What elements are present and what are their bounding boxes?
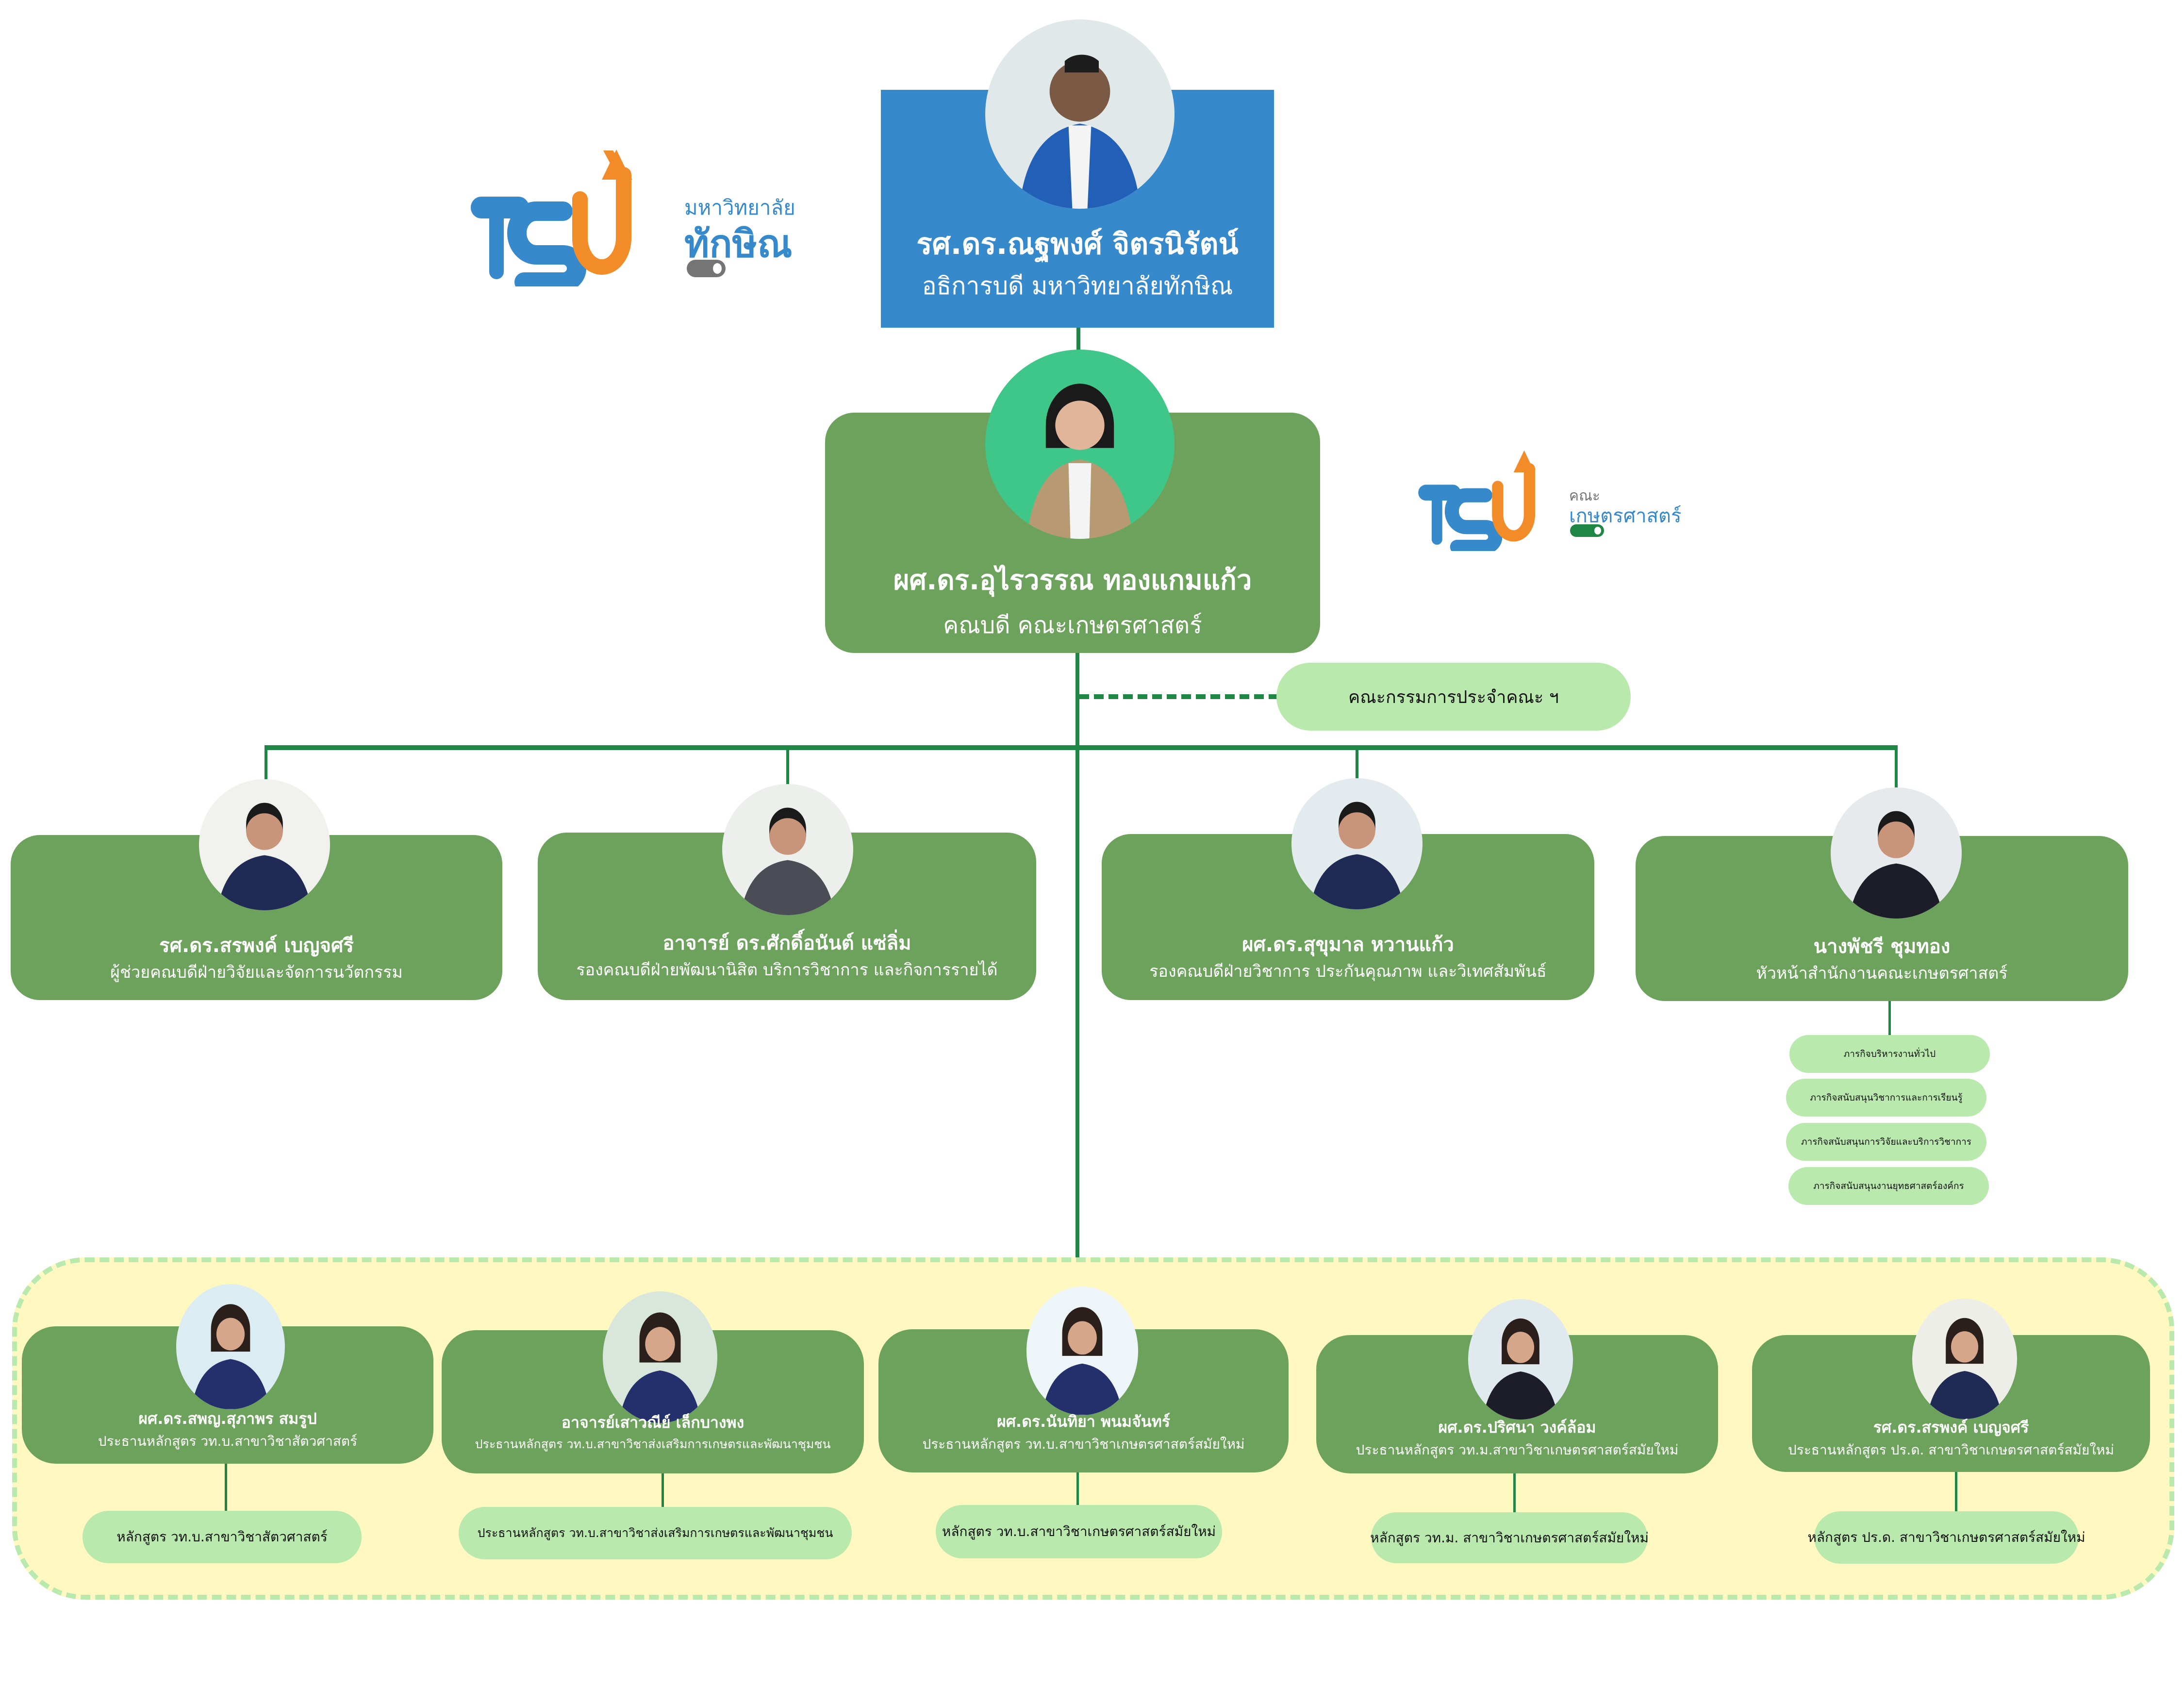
program-chair-photo	[603, 1291, 717, 1423]
dean-name: ผศ.ดร.อุไรวรรณ ทองแกมแก้ว	[893, 565, 1252, 596]
university-logo-line1: มหาวิทยาลัย	[684, 196, 795, 219]
program-chair-role: ประธานหลักสูตร วท.บ.สาขาวิชาเกษตรศาสตร์ส…	[922, 1436, 1245, 1452]
person-avatar-icon	[1019, 54, 1141, 209]
office-unit-label: ภารกิจบริหารงานทั่วไป	[1843, 1049, 1936, 1059]
executive-name: ผศ.ดร.สุขุมาล หวานแก้ว	[1242, 934, 1454, 956]
program-chair-name: ผศ.ดร.สพญ.สุภาพร สมรูป	[138, 1409, 317, 1428]
faculty-committee-label: คณะกรรมการประจำคณะ ฯ	[1348, 687, 1559, 707]
connector-exec-4	[1895, 748, 1898, 796]
connector-committee-dashed	[1079, 694, 1278, 699]
university-logo: มหาวิทยาลัย ทักษิณ	[466, 146, 815, 286]
program-chair-photo	[1468, 1299, 1573, 1420]
person-avatar-icon	[217, 802, 312, 910]
connector-exec-1	[265, 745, 267, 779]
faculty-logo-line1: คณะ	[1569, 487, 1601, 504]
connector-program	[662, 1464, 664, 1507]
connector-program	[225, 1464, 227, 1511]
program-chair-photo	[176, 1284, 285, 1409]
program-chair-name: รศ.ดร.สรพงค์ เบญจศรี	[1873, 1418, 2029, 1437]
university-logo-line2: ทักษิณ	[684, 222, 793, 266]
executive-photo	[722, 784, 853, 915]
dean-title: คณบดี คณะเกษตรศาสตร์	[943, 612, 1202, 639]
person-avatar-icon	[619, 1312, 701, 1423]
office-unit-label: ภารกิจสนับสนุนงานยุทธศาสตร์องค์กร	[1813, 1181, 1964, 1191]
person-avatar-icon	[1309, 802, 1405, 909]
program-pill[interactable]: ประธานหลักสูตร วท.บ.สาขาวิชาส่งเสริมการเ…	[459, 1507, 852, 1559]
university-logo-pill-icon	[687, 260, 726, 277]
office-unit-pill[interactable]: ภารกิจสนับสนุนวิชาการและการเรียนรู้	[1786, 1079, 1986, 1117]
office-unit-pill[interactable]: ภารกิจสนับสนุนการวิจัยและบริการวิชาการ	[1786, 1123, 1986, 1161]
connector-exec-2	[786, 748, 789, 784]
program-pill[interactable]: หลักสูตร วท.ม. สาขาวิชาเกษตรศาสตร์สมัยให…	[1370, 1512, 1649, 1563]
program-chair-role: ประธานหลักสูตร วท.บ.สาขาวิชาสัตวศาสตร์	[98, 1433, 358, 1449]
person-avatar-icon	[1042, 1307, 1123, 1415]
executive-role: ผู้ช่วยคณบดีฝ่ายวิจัยและจัดการนวัตกรรม	[110, 963, 403, 982]
program-label: หลักสูตร วท.บ.สาขาวิชาเกษตรศาสตร์สมัยใหม…	[942, 1523, 1216, 1539]
office-unit-label: ภารกิจสนับสนุนการวิจัยและบริการวิชาการ	[1801, 1136, 1971, 1147]
connector-program	[1955, 1472, 1957, 1512]
person-avatar-icon	[1026, 384, 1133, 539]
dean-photo	[985, 350, 1175, 539]
executive-photo	[199, 779, 330, 910]
president-photo	[985, 19, 1175, 209]
faculty-logo: คณะ เกษตรศาสตร์	[1415, 447, 1706, 551]
program-chair-name: ผศ.ดร.นันทิยา พนมจันทร์	[996, 1412, 1170, 1431]
connector-exec-3	[1356, 748, 1358, 779]
person-avatar-icon	[191, 1304, 270, 1409]
executive-photo	[1831, 787, 1962, 919]
connector-program	[1076, 1466, 1079, 1506]
office-unit-label: ภารกิจสนับสนุนวิชาการและการเรียนรู้	[1810, 1092, 1963, 1103]
program-chair-name: อาจารย์เสาวณีย์ เล็กบางพง	[561, 1413, 745, 1432]
person-avatar-icon	[1483, 1318, 1558, 1420]
program-pill[interactable]: หลักสูตร วท.บ.สาขาวิชาสัตวศาสตร์	[83, 1511, 362, 1563]
executive-role: หัวหน้าสำนักงานคณะเกษตรศาสตร์	[1756, 964, 2008, 983]
faculty-logo-line2: เกษตรศาสตร์	[1569, 505, 1682, 527]
faculty-committee-pill[interactable]: คณะกรรมการประจำคณะ ฯ	[1276, 663, 1631, 731]
program-label: หลักสูตร วท.บ.สาขาวิชาสัตวศาสตร์	[116, 1529, 328, 1545]
connector-executives-horizontal	[265, 745, 1898, 750]
person-avatar-icon	[1849, 811, 1944, 919]
program-chair-role: ประธานหลักสูตร วท.ม.สาขาวิชาเกษตรศาสตร์ส…	[1356, 1442, 1679, 1458]
program-label: หลักสูตร วท.ม. สาขาวิชาเกษตรศาสตร์สมัยให…	[1370, 1529, 1649, 1546]
office-unit-pill[interactable]: ภารกิจสนับสนุนงานยุทธศาสตร์องค์กร	[1788, 1167, 1989, 1205]
executive-photo	[1291, 778, 1423, 909]
tsu-logo-mark-icon	[471, 150, 632, 286]
executive-name: นางพัชรี ชุมทอง	[1813, 936, 1951, 958]
program-pill[interactable]: หลักสูตร ปร.ด. สาขาวิชาเกษตรศาสตร์สมัยให…	[1807, 1511, 2085, 1564]
person-avatar-icon	[1927, 1318, 2002, 1420]
program-label: ประธานหลักสูตร วท.บ.สาขาวิชาส่งเสริมการเ…	[477, 1526, 833, 1540]
program-chair-role: ประธานหลักสูตร วท.บ.สาขาวิชาส่งเสริมการเ…	[475, 1437, 831, 1451]
president-name: รศ.ดร.ณฐพงศ์ จิตรนิรัตน์	[916, 227, 1239, 261]
executive-name: รศ.ดร.สรพงค์ เบญจศรี	[159, 935, 354, 957]
program-chair-photo	[1912, 1299, 2017, 1420]
connector-office-units	[1888, 1000, 1891, 1039]
connector-main-vertical	[1075, 653, 1079, 1260]
person-avatar-icon	[740, 807, 835, 915]
connector-program	[1513, 1466, 1516, 1512]
program-chair-name: ผศ.ดร.ปริศนา วงค์ล้อม	[1438, 1418, 1596, 1437]
tsu-faculty-logo-mark-icon	[1418, 450, 1535, 551]
executive-role: รองคณบดีฝ่ายวิชาการ ประกันคุณภาพ และวิเท…	[1149, 962, 1547, 981]
program-chair-photo	[1026, 1287, 1138, 1415]
program-label: หลักสูตร ปร.ด. สาขาวิชาเกษตรศาสตร์สมัยให…	[1807, 1529, 2085, 1545]
executive-role: รองคณบดีฝ่ายพัฒนานิสิต บริการวิชาการ และ…	[576, 960, 998, 980]
program-chair-role: ประธานหลักสูตร ปร.ด. สาขาวิชาเกษตรศาสตร์…	[1788, 1442, 2114, 1458]
executive-name: อาจารย์ ดร.ศักดิ์อนันต์ แซ่ลิ่ม	[662, 932, 911, 954]
faculty-logo-pill-icon	[1570, 524, 1604, 537]
president-title: อธิการบดี มหาวิทยาลัยทักษิณ	[922, 272, 1233, 300]
program-pill[interactable]: หลักสูตร วท.บ.สาขาวิชาเกษตรศาสตร์สมัยใหม…	[936, 1505, 1222, 1558]
office-unit-pill[interactable]: ภารกิจบริหารงานทั่วไป	[1789, 1035, 1990, 1073]
